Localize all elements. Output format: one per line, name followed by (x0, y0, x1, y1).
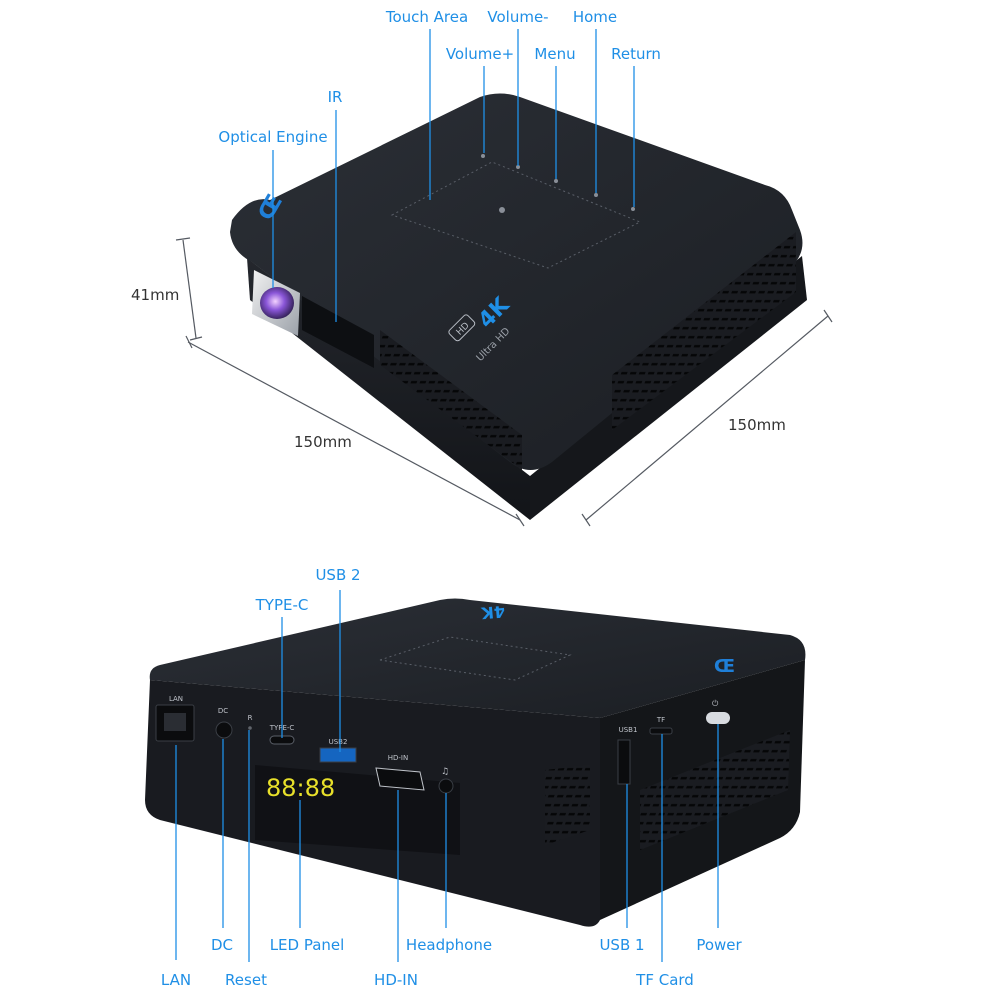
tf-card-slot (649, 727, 673, 735)
projector-rear-view: 4K Œ LAN DC R TYPE-C USB2 88:88 HD-IN (145, 598, 806, 927)
label-led-panel: LED Panel (269, 936, 345, 954)
svg-text:USB1: USB1 (619, 726, 638, 734)
headphone-jack (438, 778, 454, 794)
label-touch-area: Touch Area (385, 8, 469, 26)
power-button (706, 712, 730, 724)
label-usb1: USB 1 (599, 936, 645, 954)
label-hd-in: HD-IN (374, 971, 418, 989)
hd-in-port (375, 767, 425, 791)
svg-text:4K: 4K (480, 602, 506, 623)
label-dc: DC (210, 936, 234, 954)
touch-center-icon (499, 207, 505, 213)
svg-text:R: R (248, 714, 253, 722)
dimension-lines (175, 237, 833, 527)
label-volume-plus: Volume+ (445, 45, 515, 63)
top-leader-lines (272, 29, 635, 322)
side-vents-right (640, 730, 790, 850)
volume-minus-icon (516, 165, 520, 169)
label-type-c: TYPE-C (255, 596, 309, 614)
svg-text:DC: DC (218, 707, 228, 715)
svg-text:HD-IN: HD-IN (388, 754, 408, 762)
side-vents (545, 765, 590, 845)
power-icon: ⏻ (712, 699, 719, 708)
rear-4k-badge: 4K (480, 602, 506, 623)
menu-icon (554, 179, 558, 183)
return-icon (631, 207, 635, 211)
ir-window (302, 296, 374, 368)
touch-buttons (481, 154, 635, 213)
label-reset: Reset (225, 971, 267, 989)
usb1-port (617, 739, 631, 785)
rear-device-top (149, 598, 806, 718)
front-vents (380, 330, 522, 470)
label-optical-engine: Optical Engine (218, 128, 328, 146)
label-lan: LAN (160, 971, 192, 989)
label-return: Return (611, 45, 661, 63)
usb2-port (319, 747, 357, 763)
label-headphone: Headphone (405, 936, 493, 954)
lan-port-socket (164, 713, 186, 731)
svg-text:LAN: LAN (169, 695, 183, 703)
label-power: Power (696, 936, 742, 954)
device-top-surface (230, 93, 803, 470)
home-icon (594, 193, 598, 197)
label-volume-minus: Volume- (487, 8, 549, 26)
led-panel-readout: 88:88 (266, 774, 335, 802)
svg-text:TF: TF (656, 716, 665, 724)
rear-touch-area (379, 636, 572, 681)
svg-text:USB2: USB2 (329, 738, 348, 746)
label-home: Home (572, 8, 618, 26)
optical-engine-lens (260, 287, 294, 319)
volume-plus-icon (481, 154, 485, 158)
projector-top-view: Œ HD 4K Ultra HD (230, 93, 807, 520)
rear-leader-lines (175, 590, 719, 962)
dimension-width: 150mm (728, 416, 786, 434)
label-usb2: USB 2 (315, 566, 361, 584)
touch-area-outline (390, 161, 642, 269)
dc-jack (215, 721, 233, 739)
rear-brand-logo-icon: Œ (714, 656, 735, 677)
right-vents (612, 232, 796, 430)
label-ir: IR (327, 88, 343, 106)
headphone-icon: ♫ (441, 767, 449, 777)
label-menu: Menu (534, 45, 576, 63)
label-tf-card: TF Card (636, 971, 694, 989)
dimension-length: 150mm (294, 433, 352, 451)
dimension-height: 41mm (131, 286, 180, 304)
reset-hole (248, 726, 252, 730)
